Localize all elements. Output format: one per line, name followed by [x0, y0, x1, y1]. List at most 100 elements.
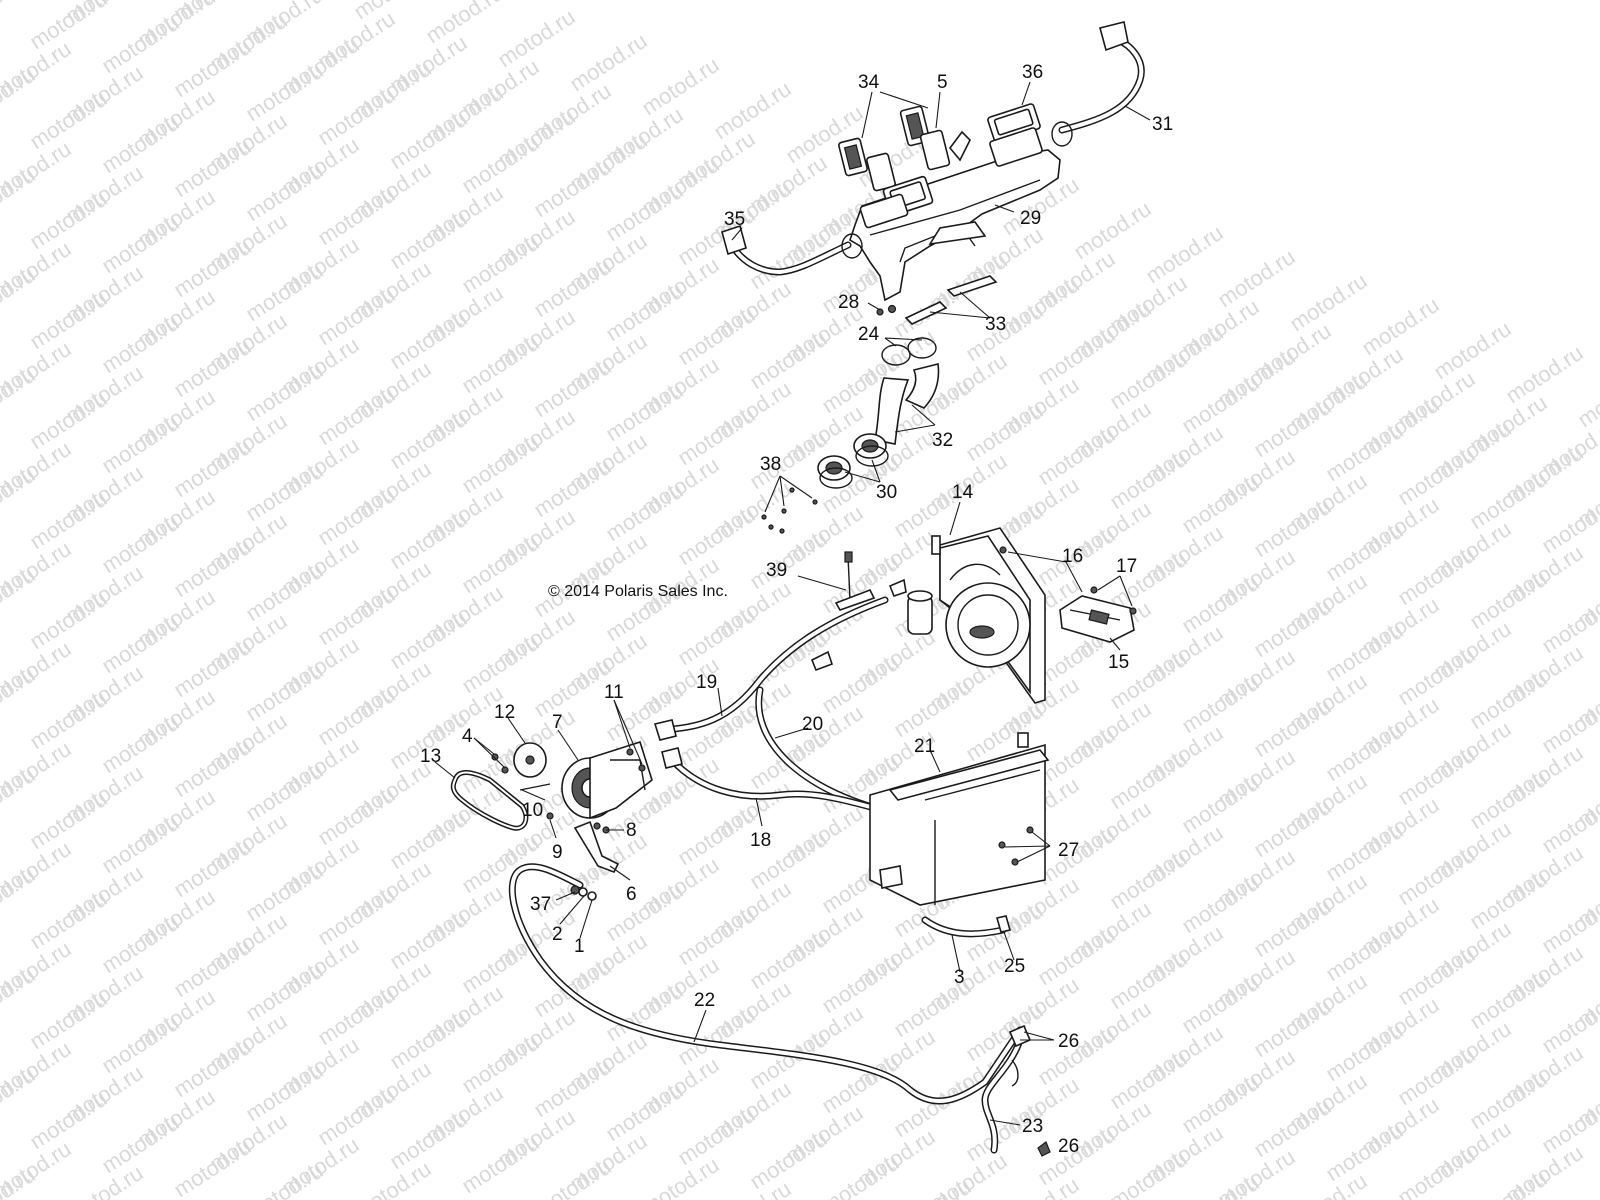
- watermark-text: motod.ru: [25, 1086, 111, 1154]
- callout-26a: 26: [1058, 1031, 1079, 1052]
- watermark-text: motod.ru: [1393, 842, 1479, 910]
- watermark-text: motod.ru: [313, 482, 399, 550]
- watermark-text: motod.ru: [169, 534, 255, 602]
- watermark-text: motod.ru: [1465, 766, 1551, 834]
- watermark-text: motod.ru: [25, 786, 111, 854]
- watermark-text: motod.ru: [1069, 196, 1155, 264]
- clip-26: [1037, 1141, 1051, 1157]
- watermark-text: motod.ru: [601, 278, 687, 346]
- watermark-text: motod.ru: [1177, 870, 1263, 938]
- watermark-text: motod.ru: [241, 1058, 327, 1126]
- watermark-text: motod.ru: [97, 10, 183, 78]
- watermark-text: motod.ru: [457, 130, 543, 198]
- watermark-text: motod.ru: [1105, 946, 1191, 1014]
- watermark-text: motod.ru: [565, 28, 651, 96]
- watermark-text: motod.ru: [601, 1078, 687, 1146]
- watermark-text: motod.ru: [385, 206, 471, 274]
- watermark-text: motod.ru: [0, 712, 4, 780]
- watermark-text: motod.ru: [169, 434, 255, 502]
- watermark-text: motod.ru: [385, 1106, 471, 1174]
- watermark-text: motod.ru: [1249, 894, 1335, 962]
- clamp-24a: [881, 344, 911, 366]
- watermark-text: motod.ru: [97, 510, 183, 578]
- callout-4: 4: [462, 726, 473, 747]
- screw-28: [876, 304, 897, 316]
- watermark-text: motod.ru: [1177, 570, 1263, 638]
- watermark-text: motod.ru: [745, 426, 831, 494]
- vent-36: [987, 103, 1043, 167]
- watermark-text: motod.ru: [1321, 518, 1407, 586]
- callout-35: 35: [724, 209, 745, 230]
- watermark-text: motod.ru: [0, 912, 4, 980]
- watermark-text: motod.ru: [601, 478, 687, 546]
- watermark-text: motod.ru: [1177, 470, 1263, 538]
- watermark-text: motod.ru: [241, 758, 327, 826]
- watermark-text: motod.ru: [0, 612, 4, 680]
- watermark-text: motod.ru: [601, 378, 687, 446]
- callout-39: 39: [766, 560, 787, 581]
- watermark-text: motod.ru: [25, 986, 111, 1054]
- callout-27: 27: [1058, 840, 1079, 861]
- callout-16: 16: [1062, 546, 1083, 567]
- callout-22: 22: [694, 990, 715, 1011]
- callout-9: 9: [552, 842, 563, 863]
- watermark-text: motod.ru: [1393, 1142, 1479, 1200]
- leader-lines: [434, 81, 1151, 1126]
- watermark-text: motod.ru: [1177, 1070, 1263, 1138]
- watermark-text: motod.ru: [673, 402, 759, 470]
- watermark-text: motod.ru: [97, 1010, 183, 1078]
- watermark-text: motod.ru: [961, 398, 1047, 466]
- watermark-text: motod.ru: [745, 926, 831, 994]
- callout-30: 30: [876, 482, 897, 503]
- watermark-text: motod.ru: [169, 34, 255, 102]
- watermark-text: motod.ru: [1249, 694, 1335, 762]
- watermark-text: motod.ru: [1393, 442, 1479, 510]
- watermark-text: motod.ru: [889, 674, 975, 742]
- watermark-text: motod.ru: [97, 410, 183, 478]
- watermark-text: motod.ru: [1177, 970, 1263, 1038]
- callout-3: 3: [954, 967, 965, 988]
- vent-center: [859, 175, 934, 229]
- watermark-text: motod.ru: [97, 710, 183, 778]
- watermark-text: motod.ru: [241, 858, 327, 926]
- watermark-text: motod.ru: [313, 582, 399, 650]
- watermark-text: motod.ru: [1249, 994, 1335, 1062]
- watermark-text: motod.ru: [241, 458, 327, 526]
- watermark-text: motod.ru: [169, 634, 255, 702]
- callout-29: 29: [1020, 208, 1041, 229]
- watermark-text: motod.ru: [1393, 1042, 1479, 1110]
- watermark-text: motod.ru: [313, 782, 399, 850]
- watermark-text: motod.ru: [1249, 494, 1335, 562]
- callout-14: 14: [952, 482, 974, 503]
- watermark-text: motod.ru: [313, 182, 399, 250]
- watermark-text: motod.ru: [385, 406, 471, 474]
- callout-15: 15: [1108, 652, 1129, 673]
- watermark-text: motod.ru: [241, 958, 327, 1026]
- watermark-text: motod.ru: [529, 154, 615, 222]
- watermark-text: motod.ru: [745, 326, 831, 394]
- watermark-text: motod.ru: [1465, 1066, 1551, 1134]
- watermark-text: motod.ru: [1321, 818, 1407, 886]
- watermark-text: motod.ru: [1465, 666, 1551, 734]
- watermark-text: motod.ru: [25, 386, 111, 454]
- watermark-text: motod.ru: [817, 950, 903, 1018]
- callout-32: 32: [932, 430, 953, 451]
- watermark-text: motod.ru: [1249, 394, 1335, 462]
- watermark-text: motod.ru: [385, 606, 471, 674]
- callout-1: 1: [574, 936, 585, 957]
- watermark-text: motod.ru: [0, 812, 4, 880]
- watermark-text: motod.ru: [529, 254, 615, 322]
- watermark-text: motod.ru: [1213, 244, 1299, 312]
- watermark-text: motod.ru: [0, 1012, 4, 1080]
- watermark-text: motod.ru: [241, 158, 327, 226]
- bracket-33: [904, 301, 948, 325]
- watermark-text: motod.ru: [1141, 220, 1227, 288]
- watermark-text: motod.ru: [1357, 292, 1443, 360]
- watermark-text: motod.ru: [457, 1030, 543, 1098]
- watermark-text: motod.ru: [0, 412, 4, 480]
- watermark-text: motod.ru: [97, 310, 183, 378]
- watermark-text: motod.ru: [1321, 1018, 1407, 1086]
- watermark-text: motod.ru: [673, 302, 759, 370]
- watermark-text: motod.ru: [1429, 316, 1515, 384]
- watermark-text: motod.ru: [169, 334, 255, 402]
